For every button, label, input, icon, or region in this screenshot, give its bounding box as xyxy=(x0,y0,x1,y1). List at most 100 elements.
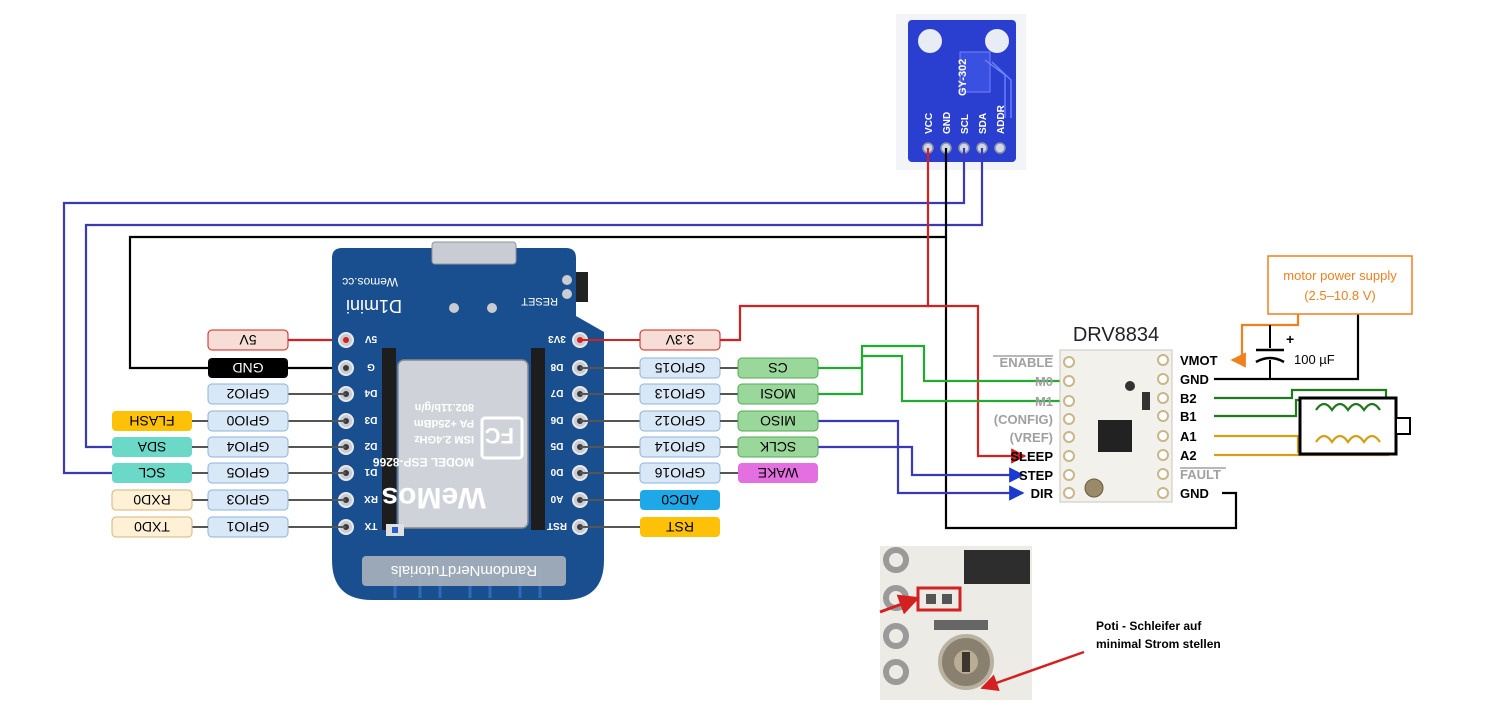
sensor-pin-addr: ADDR xyxy=(996,104,1007,134)
drv-label-a1: A1 xyxy=(1180,429,1197,444)
drv-hole-left xyxy=(1063,413,1075,425)
wires xyxy=(62,148,1390,530)
svg-text:GPIO16: GPIO16 xyxy=(655,465,706,481)
drv-hole-left xyxy=(1063,487,1075,499)
drv-label-b2: B2 xyxy=(1180,391,1197,406)
motor-coil-a xyxy=(1315,434,1381,444)
board-pin-label: D2 xyxy=(364,440,377,451)
tag-gnd: GND xyxy=(208,358,288,378)
sensor-name: GY-302 xyxy=(957,59,969,96)
tag-3v3: 3.3V xyxy=(639,329,721,351)
tag-wake: WAKE xyxy=(738,463,818,483)
reset-button-bottom xyxy=(562,289,572,299)
drv-hole-right xyxy=(1157,373,1169,385)
svg-text:CS: CS xyxy=(768,360,787,376)
drv-hole-right xyxy=(1157,430,1169,442)
board-pin-label: G xyxy=(367,361,375,372)
svg-text:3.3V: 3.3V xyxy=(665,332,694,348)
board-reset-label: RESET xyxy=(521,295,558,307)
sensor-hole-addr xyxy=(994,142,1006,154)
svg-text:GPIO5: GPIO5 xyxy=(226,465,269,481)
svg-text:MOSI: MOSI xyxy=(760,386,796,402)
drv-hole-right xyxy=(1157,487,1169,499)
tag-adc0: ADC0 xyxy=(640,490,720,510)
drv-label-vref: (VREF) xyxy=(1010,430,1053,445)
wire-a1 xyxy=(1214,434,1314,454)
note-arrow xyxy=(980,650,1085,692)
drv-title: DRV8834 xyxy=(1073,324,1159,346)
gy302-sensor: GY-302 VCC GND SCL SDA ADDR xyxy=(896,14,1026,170)
drv-label-b1: B1 xyxy=(1180,409,1197,424)
svg-text:5V: 5V xyxy=(239,332,257,348)
tag-gpio13: GPIO13 xyxy=(639,383,721,405)
wire-m0 xyxy=(818,344,1068,383)
tag-5v: 5V xyxy=(207,329,289,351)
wire-gnd-board xyxy=(128,148,948,370)
board-pin-label: D1 xyxy=(364,466,377,477)
board-pin-label: RST xyxy=(547,520,567,531)
svg-text:GPIO1: GPIO1 xyxy=(226,519,269,535)
capacitor-value: 100 µF xyxy=(1294,352,1335,367)
svg-text:RST: RST xyxy=(666,519,694,535)
tag-gpio14: GPIO14 xyxy=(639,436,721,458)
chip-spec-1: ISM 2.4GHz xyxy=(414,433,474,445)
supply-label: motor power supply xyxy=(1283,268,1397,283)
drv-label-m1: M1 xyxy=(1035,394,1053,409)
drv-hole-right xyxy=(1157,468,1169,480)
board-pin-label: D7 xyxy=(550,387,563,398)
supply-range: (2.5–10.8 V) xyxy=(1304,288,1376,303)
svg-text:GPIO3: GPIO3 xyxy=(226,492,269,508)
tag-miso: MISO xyxy=(737,410,819,432)
tag-gpio15: GPIO15 xyxy=(639,357,721,379)
svg-text:SCL: SCL xyxy=(138,465,165,481)
tag-gpio4: GPIO4 xyxy=(207,436,289,458)
svg-text:FLASH: FLASH xyxy=(129,413,174,429)
sensor-pin-scl: SCL xyxy=(960,114,971,134)
svg-text:SCLK: SCLK xyxy=(759,439,796,455)
tag-gpio5: GPIO5 xyxy=(207,462,289,484)
wire-gnd-drv xyxy=(944,237,1238,530)
board-pin-label: 3V3 xyxy=(548,333,566,344)
wire-vmot xyxy=(1230,314,1300,368)
svg-text:GPIO12: GPIO12 xyxy=(655,413,706,429)
capacitor-plus: + xyxy=(1286,331,1294,347)
svg-text:GND: GND xyxy=(232,360,263,376)
sensor-pin-sda: SDA xyxy=(978,113,989,134)
sensor-pin-labels: VCC GND SCL SDA ADDR xyxy=(924,104,1007,134)
tag-rxd0: RXD0 xyxy=(111,489,193,511)
drv-label-vmot: VMOT xyxy=(1180,353,1218,368)
drv-label-m0: M0 xyxy=(1035,374,1053,389)
drv-label-config: (CONFIG) xyxy=(994,412,1053,427)
chip-model: MODEL ESP-8266 xyxy=(373,455,474,469)
tag-gpio0: GPIO0 xyxy=(207,410,289,432)
svg-text:SDA: SDA xyxy=(137,439,166,455)
drv-hole-left xyxy=(1063,375,1075,387)
drv8834-module: DRV8834 ENABLEM0M1(CONFIG)(VREF)SLEEPSTE… xyxy=(993,324,1226,503)
d1mini-board: Wemos.cc D1mini RESET WeMos MODEL ESP-82… xyxy=(332,241,604,600)
motor-coil-b xyxy=(1315,402,1381,412)
drv-label-a2: A2 xyxy=(1180,448,1197,463)
note-line-1: Poti - Schleifer auf xyxy=(1096,619,1202,633)
board-pin-label: RX xyxy=(364,493,378,504)
sensor-pin-gnd: GND xyxy=(942,112,953,134)
chip-spec-3: 802.11b/g/n xyxy=(414,401,474,413)
svg-text:GPIO4: GPIO4 xyxy=(226,439,269,455)
drv-label-sleep: SLEEP xyxy=(1010,449,1053,464)
board-pin-label: D6 xyxy=(550,414,563,425)
tag-rst: RST xyxy=(640,517,720,537)
board-model: D1mini xyxy=(346,296,402,316)
svg-text:MISO: MISO xyxy=(760,413,796,429)
drv-hole-right xyxy=(1157,354,1169,366)
tag-gpio3: GPIO3 xyxy=(207,489,289,511)
tag-gpio16: GPIO16 xyxy=(639,462,721,484)
capacitor: + 100 µF xyxy=(1255,325,1335,379)
chip-brand: WeMos xyxy=(382,481,486,514)
svg-text:TXD0: TXD0 xyxy=(134,519,170,535)
sensor-pin-vcc: VCC xyxy=(924,113,935,134)
board-pin-label: D8 xyxy=(550,361,563,372)
drv-hole-left xyxy=(1063,395,1075,407)
svg-text:GPIO0: GPIO0 xyxy=(226,413,269,429)
